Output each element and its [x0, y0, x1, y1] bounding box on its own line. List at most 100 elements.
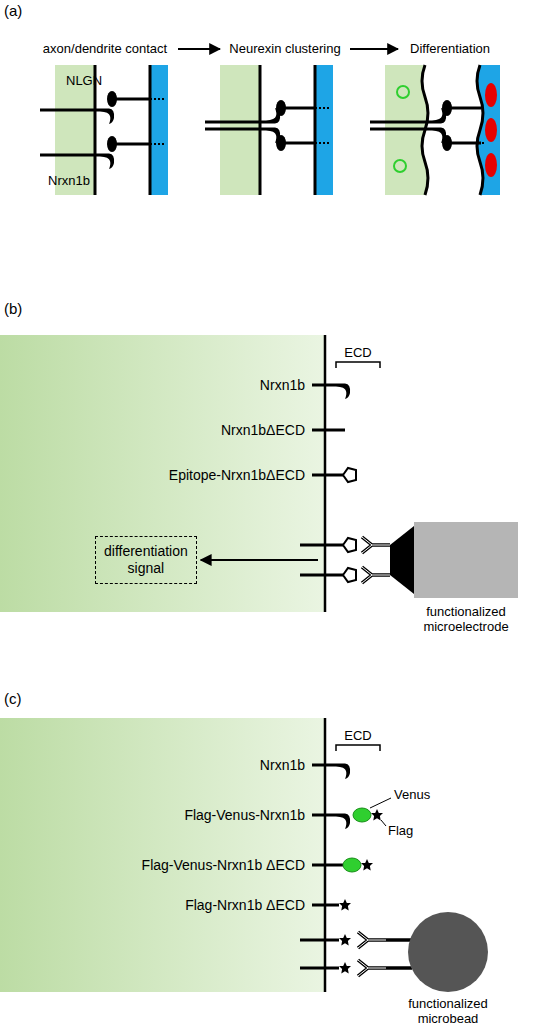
- panel-b-illustration-part: [336, 383, 350, 399]
- step-label: Differentiation: [410, 40, 490, 58]
- panel-b-illustration-part: [300, 544, 343, 547]
- panel-b-illustration-part: [0, 335, 325, 612]
- synapse-clustering-part: [285, 107, 315, 110]
- panel-c-illustration-part: [358, 932, 386, 948]
- synapse-contact-part: [100, 108, 114, 124]
- synapse-clustering-part: [276, 100, 286, 116]
- synapse-clustering-part: [315, 65, 333, 195]
- synapse-differentiated-part: [442, 100, 452, 116]
- tool-label: functionalized microelectrode: [423, 604, 508, 634]
- step-label: Neurexin clustering: [229, 40, 340, 58]
- synapse-differentiated-part: [485, 118, 497, 142]
- tag-label: Flag: [388, 822, 413, 840]
- panel-b-illustration-part: [362, 567, 390, 583]
- synapse-contact-part: [149, 65, 152, 195]
- panel-b-illustration-part: [343, 568, 356, 582]
- synapse-contact-part: [40, 154, 100, 157]
- synapse-differentiated-part: [477, 65, 483, 195]
- panel-c-illustration-part: [386, 966, 412, 970]
- synapse-contact-part: [116, 98, 150, 101]
- synapse-differentiated-part: [482, 107, 484, 109]
- panel-c-illustration-part: [339, 934, 351, 946]
- synapse-differentiated-part: [482, 142, 484, 144]
- protein-label: Nrxn1b: [48, 172, 90, 190]
- panel-c-illustration-part: [339, 962, 351, 974]
- panel-c-illustration-part: [370, 798, 391, 808]
- synapse-clustering-part: [285, 142, 315, 145]
- synapse-differentiated-part: [394, 160, 406, 172]
- panel-c-illustration-part: [358, 960, 386, 976]
- synapse-differentiated-part: [442, 135, 452, 151]
- synapse-clustering-part: [315, 107, 331, 109]
- panel-c-illustration: [0, 718, 488, 992]
- panel-c-illustration-part: [336, 745, 380, 751]
- synapse-contact-part: [150, 98, 166, 100]
- synapse-differentiated-part: [370, 121, 432, 124]
- step-arrows-part: [350, 48, 398, 50]
- construct-label: Nrxn1b: [260, 756, 305, 774]
- panel-c-illustration-part: [336, 763, 350, 779]
- panel-b-illustration: [0, 335, 518, 612]
- construct-label: Nrxn1bΔECD: [221, 421, 305, 439]
- panel-c-illustration-part: [353, 808, 371, 822]
- step-arrows-part: [178, 48, 220, 50]
- panel-letter: (b): [4, 300, 22, 318]
- panel-letter: (a): [4, 2, 22, 20]
- synapse-clustering: [205, 65, 333, 195]
- synapse-clustering-part: [276, 135, 286, 151]
- synapse-differentiated-part: [485, 153, 497, 177]
- signal-box: differentiation signal: [95, 536, 197, 584]
- panel-c-illustration-part: [300, 939, 339, 942]
- domain-label: ECD: [344, 344, 371, 362]
- construct-label: Flag-Venus-Nrxn1b ΔECD: [142, 856, 305, 874]
- panel-b-illustration-part: [312, 384, 336, 387]
- synapse-clustering-part: [205, 121, 266, 124]
- panel-b-illustration-part: [201, 559, 318, 561]
- panel-b-illustration-part: [336, 362, 380, 368]
- synapse-contact-part: [150, 65, 168, 195]
- synapse-contact-part: [107, 136, 117, 152]
- synapse-differentiated: [370, 65, 500, 195]
- synapse-differentiated-part: [370, 128, 432, 131]
- box-text: differentiation signal: [104, 543, 188, 577]
- synapse-differentiated-part: [477, 65, 500, 195]
- synapse-differentiated-part: [451, 142, 481, 145]
- synapse-clustering-part: [315, 142, 331, 144]
- panel-c-illustration-part: [408, 912, 488, 992]
- synapse-contact-part: [107, 91, 117, 107]
- panel-b-illustration-part: [312, 474, 343, 477]
- synapse-contact: [40, 65, 168, 195]
- panel-b-illustration-part: [343, 468, 356, 482]
- panel-c-illustration-part: [371, 809, 383, 821]
- panel-b-illustration-part: [300, 574, 343, 577]
- panel-b-illustration-part: [414, 522, 518, 598]
- panel-c-illustration-part: [312, 814, 336, 817]
- panel-b-illustration-part: [312, 429, 345, 432]
- synapse-contact-part: [40, 109, 100, 112]
- panel-c-illustration-part: [312, 864, 343, 867]
- synapse-contact-part: [150, 143, 166, 145]
- construct-label: Epitope-Nrxn1bΔECD: [169, 466, 305, 484]
- panel-c-illustration-part: [386, 938, 412, 942]
- panel-b-illustration-part: [343, 538, 356, 552]
- panel-b-illustration-part: [390, 526, 414, 594]
- panel-c-illustration-part: [336, 813, 350, 829]
- panel-c-illustration-part: [381, 820, 386, 826]
- step-label: axon/dendrite contact: [43, 40, 167, 58]
- panel-c-illustration-part: [300, 967, 339, 970]
- panel-c-illustration-part: [324, 718, 327, 992]
- tag-label: Venus: [394, 786, 430, 804]
- synapse-contact-part: [116, 143, 150, 146]
- panel-c-illustration-part: [0, 718, 325, 992]
- synapse-clustering-part: [205, 128, 266, 131]
- synapse-differentiated-part: [397, 86, 409, 98]
- panel-b-illustration-part: [362, 537, 390, 553]
- synapse-contact-part: [100, 153, 114, 169]
- construct-label: Flag-Venus-Nrxn1b: [184, 806, 305, 824]
- panel-c-illustration-part: [361, 859, 373, 871]
- tool-label: functionalized microbead: [408, 996, 488, 1026]
- construct-label: Nrxn1b: [260, 376, 305, 394]
- synapse-clustering-part: [314, 65, 317, 195]
